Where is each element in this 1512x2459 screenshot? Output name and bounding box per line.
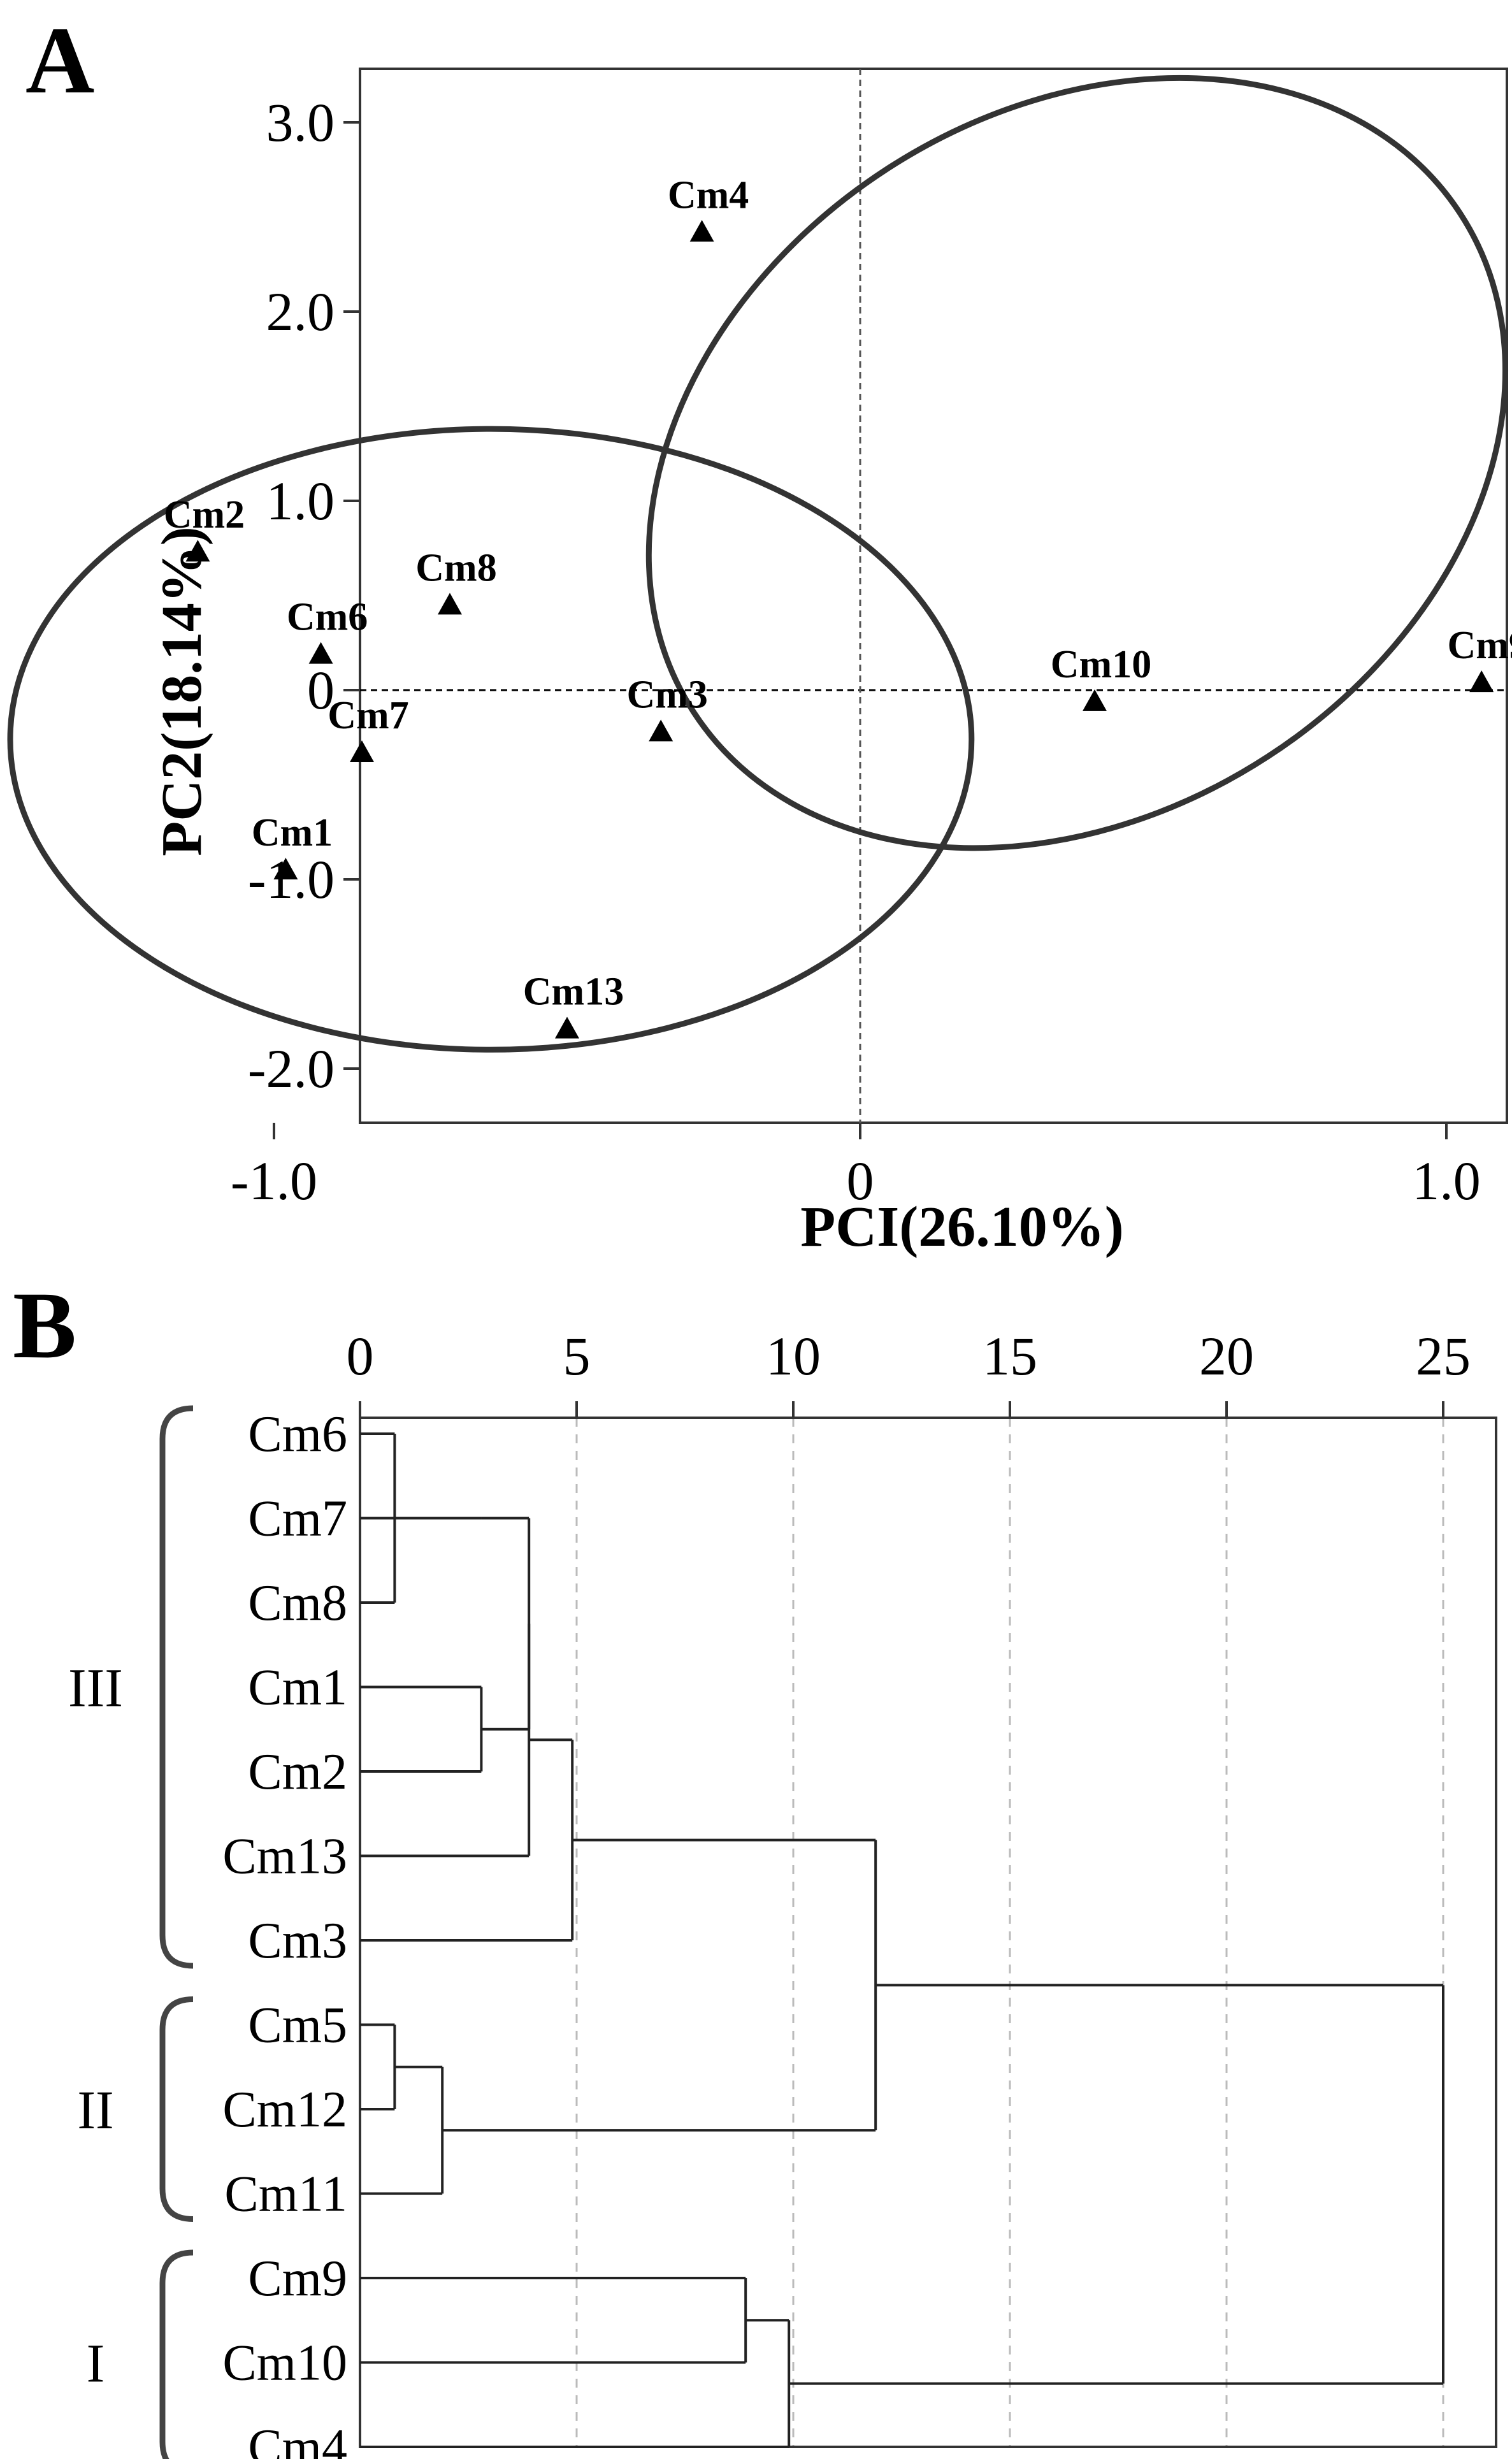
y-axis-ticks: 3.02.01.00-1.0-2.0 (248, 92, 360, 1099)
dendrogram-distance-ticks: 0 5 10 15 20 25 (347, 1325, 1471, 1418)
cluster-ellipse-1 (7, 426, 975, 1053)
leaf-label-cm12: Cm12 (222, 2082, 347, 2138)
y-tick-label: 0 (307, 660, 335, 721)
distance-tick-label: 10 (766, 1325, 821, 1387)
leaf-label-cm11: Cm11 (224, 2167, 347, 2223)
point-marker-cm1 (273, 858, 298, 880)
point-label-cm8: Cm8 (415, 546, 496, 589)
dendrogram-border (359, 1417, 1497, 2448)
scatter-frame (359, 68, 1508, 1124)
leaf-label-cm2: Cm2 (248, 1744, 347, 1800)
panel-b-letter: B (13, 1273, 76, 1378)
dendrogram-links (360, 1432, 1444, 2448)
cluster-label-ii: II (77, 2079, 113, 2140)
cluster-bracket-iii (159, 1405, 194, 1969)
point-label-cm4: Cm4 (668, 173, 749, 217)
leaf-label-cm5: Cm5 (248, 1998, 347, 2054)
y-tick-label: 1.0 (266, 470, 335, 531)
x-tick-label: 0 (847, 1150, 874, 1211)
y-tick-label: 3.0 (266, 92, 335, 153)
distance-tick-label: 15 (983, 1325, 1037, 1387)
leaf-label-cm7: Cm7 (248, 1491, 347, 1547)
y-axis-title: PC2(18.14%) (150, 526, 213, 856)
leaf-label-cm3: Cm3 (248, 1913, 347, 1969)
reference-lines (360, 69, 1507, 1123)
y-tick-label: 2.0 (266, 281, 335, 342)
point-marker-cm7 (350, 740, 374, 763)
point-label-cm6: Cm6 (287, 596, 368, 639)
point-marker-cm13 (555, 1016, 579, 1039)
x-axis-ticks: -1.001.02.0 (231, 1123, 1481, 1211)
scatter-points: Cm4Cm2Cm8Cm6Cm7Cm3Cm1Cm13Cm10Cm9Cm5Cm12C… (164, 173, 1512, 1039)
leaf-label-cm9: Cm9 (248, 2251, 347, 2307)
point-marker-cm2 (185, 540, 210, 562)
panel-a-letter: A (25, 8, 94, 113)
leaf-label-cm10: Cm10 (222, 2335, 347, 2391)
panel-a-scatter: A -1.001.02.0 3.02.01.00-1.0-2.0 Cm4Cm2C… (7, 8, 1512, 1258)
distance-tick-label: 0 (347, 1325, 374, 1387)
dendrogram-frame (359, 1417, 1497, 2448)
point-label-cm7: Cm7 (328, 694, 408, 737)
x-tick-label: 1.0 (1412, 1150, 1481, 1211)
leaf-label-cm13: Cm13 (222, 1829, 347, 1885)
point-label-cm3: Cm3 (626, 673, 707, 716)
point-marker-cm9 (1469, 670, 1494, 693)
point-label-cm9: Cm9 (1447, 624, 1512, 667)
point-marker-cm8 (438, 593, 462, 615)
x-tick-label: -1.0 (231, 1150, 317, 1211)
cluster-bracket-i (159, 2249, 194, 2459)
plot-frame (359, 68, 1508, 1124)
cluster-ellipses (7, 75, 1509, 1053)
point-label-cm13: Cm13 (523, 970, 624, 1014)
point-label-cm10: Cm10 (1051, 643, 1151, 686)
point-marker-cm10 (1083, 689, 1107, 711)
leaf-label-cm6: Cm6 (248, 1406, 347, 1462)
distance-tick-label: 20 (1199, 1325, 1254, 1387)
cluster-bracket-ii (159, 1996, 194, 2222)
point-marker-cm4 (689, 220, 714, 242)
distance-tick-label: 25 (1416, 1325, 1471, 1387)
point-marker-cm3 (649, 719, 673, 742)
y-tick-label: -2.0 (248, 1038, 335, 1099)
point-label-cm2: Cm2 (164, 493, 245, 537)
cluster-label-i: I (87, 2333, 105, 2394)
leaf-label-cm4: Cm4 (248, 2419, 347, 2459)
leaf-label-cm1: Cm1 (248, 1660, 347, 1716)
dendrogram-leaf-labels: Cm6Cm7Cm8Cm1Cm2Cm13Cm3Cm5Cm12Cm11Cm9Cm10… (222, 1406, 347, 2459)
point-marker-cm6 (308, 642, 333, 664)
cluster-label-iii: III (68, 1657, 123, 1719)
dendrogram-gridlines (575, 1418, 1444, 2447)
x-axis-title: PCI(26.10%) (800, 1195, 1123, 1258)
leaf-label-cm8: Cm8 (248, 1575, 347, 1631)
cluster-ellipse-2 (645, 75, 1509, 851)
point-label-cm1: Cm1 (252, 811, 333, 855)
distance-tick-label: 5 (563, 1325, 591, 1387)
